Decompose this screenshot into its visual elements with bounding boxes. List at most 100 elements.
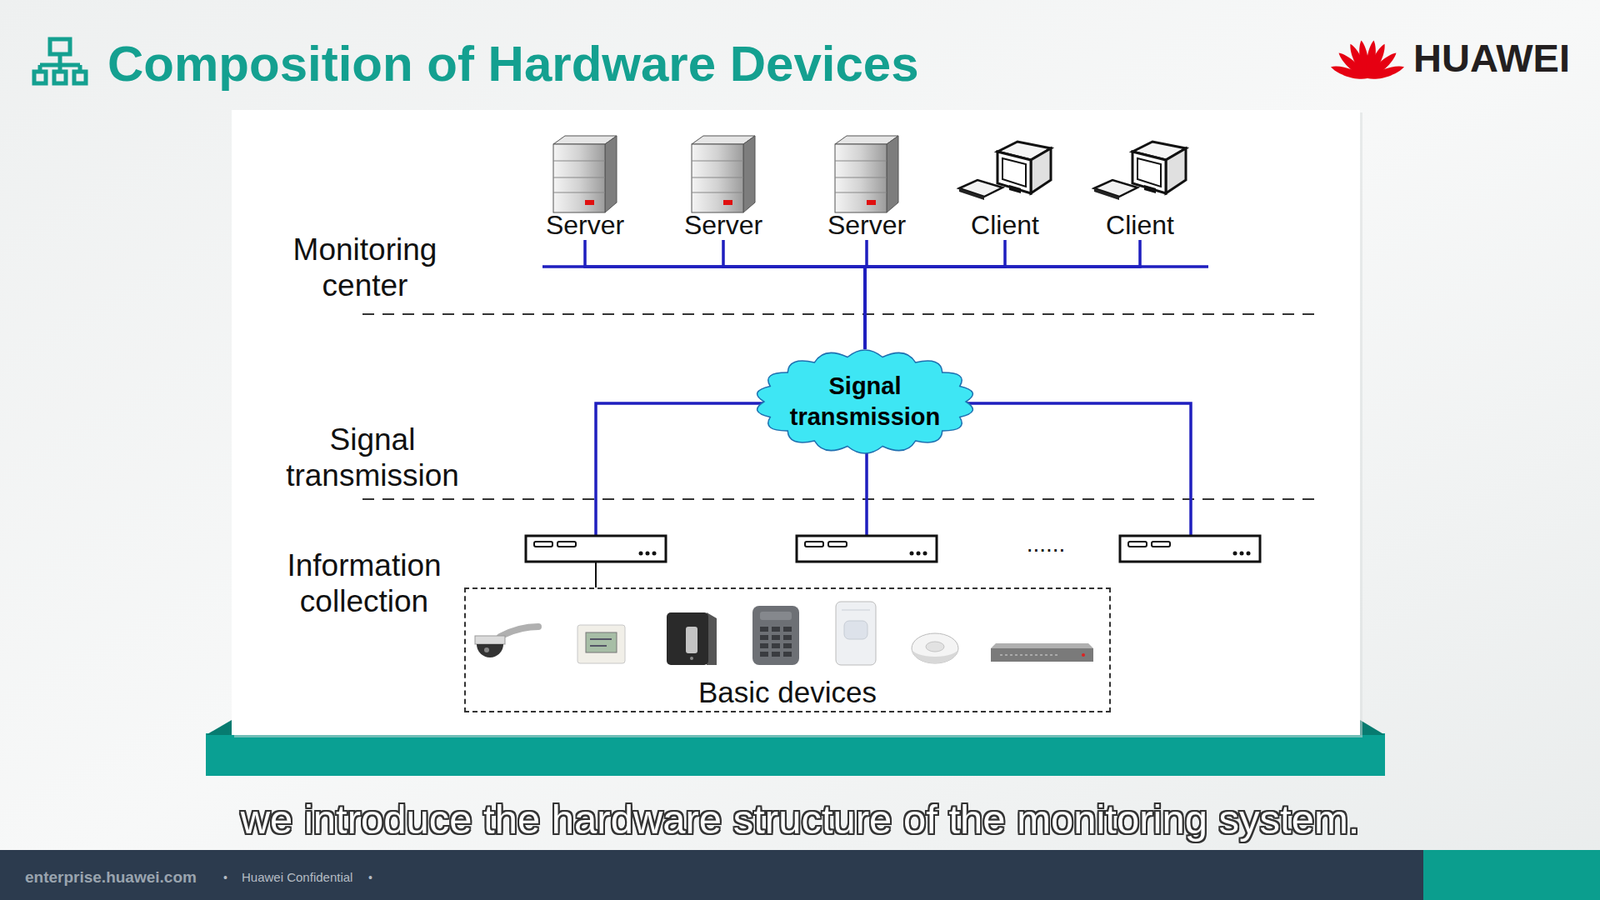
ups-icon: [690, 656, 694, 660]
keypad-icon: [771, 635, 780, 640]
keypad-icon: [760, 643, 769, 649]
bus-connector: [865, 240, 867, 350]
collector-wire: [963, 403, 1191, 536]
slide-title: Composition of Hardware Devices: [107, 34, 920, 95]
keypad-icon: [771, 626, 780, 632]
thermometer-icon: [590, 645, 607, 647]
keypad-icon: [783, 651, 792, 657]
thermometer-icon: [585, 632, 617, 653]
keypad-icon: [771, 651, 780, 657]
collector-wire: [595, 403, 767, 536]
ups-icon: [685, 626, 698, 654]
layer-label: Monitoring center: [265, 231, 465, 304]
smoke-detector-icon: [925, 641, 945, 652]
keypad-icon: [752, 605, 800, 665]
ellipsis: ......: [1012, 531, 1080, 557]
motion-sensor-icon: [835, 601, 876, 665]
cloud-label: Signal transmission: [771, 370, 959, 433]
diagram-panel: [231, 110, 1360, 735]
network-bus: [542, 265, 1209, 269]
collector-icon: [1120, 535, 1260, 562]
dome-camera-icon: [484, 647, 490, 653]
rack-unit-icon: [990, 643, 1094, 662]
client-node: Client: [1090, 133, 1190, 240]
server-node: Server: [816, 133, 917, 240]
collector-wire: [865, 445, 869, 536]
keypad-icon: [760, 611, 792, 620]
keypad-icon: [752, 605, 800, 665]
group-label: Basic devices: [698, 675, 877, 710]
thermometer-icon: [590, 638, 612, 640]
device-group: Basic devices: [464, 587, 1111, 713]
keypad-icon: [760, 626, 769, 632]
device-label: Server: [545, 210, 625, 240]
subtitle: we introduce the hardware structure of t…: [50, 794, 1550, 845]
cloud-outline: [755, 349, 975, 455]
footer-text: Huawei Confidential: [241, 870, 375, 885]
client-node: Client: [955, 133, 1055, 240]
thermometer-icon: [577, 625, 625, 664]
footer-bullet: •: [223, 870, 237, 885]
title-icon: [34, 39, 86, 84]
rack-unit-icon: [990, 643, 1094, 649]
keypad-icon: [783, 643, 792, 649]
title-icon: [54, 71, 66, 84]
keypad-icon: [783, 626, 792, 632]
keypad-icon: [760, 635, 769, 640]
server-icon: [835, 135, 899, 213]
bus-connector: [865, 240, 1140, 350]
brand-logo: [1330, 40, 1406, 84]
motion-sensor-icon: [841, 610, 870, 611]
footer-text: enterprise.huawei.com: [25, 868, 225, 887]
rack-unit-icon: [1081, 653, 1085, 657]
bus-connector: [723, 240, 865, 350]
keypad-icon: [783, 635, 792, 640]
smoke-detector-icon: [911, 633, 959, 664]
device-wire: [595, 562, 597, 588]
layer-divider: [362, 313, 1317, 315]
client-icon: [1094, 141, 1186, 200]
rack-unit-icon: [990, 648, 1094, 662]
bus-connector: [585, 240, 865, 350]
cloud-outline: [757, 350, 974, 454]
dome-camera-icon: [500, 626, 539, 637]
motion-sensor-icon: [835, 601, 876, 665]
network-cloud: Signal transmission: [755, 349, 975, 455]
title-icon: [50, 39, 70, 55]
title-icon: [34, 71, 46, 84]
server-node: Server: [673, 133, 774, 240]
device-label: Client: [1105, 210, 1175, 240]
layer-label: Information collection: [255, 547, 473, 620]
dome-camera-icon: [476, 644, 504, 658]
device-label: Client: [970, 210, 1040, 240]
layer-label: Signal transmission: [264, 421, 481, 494]
keypad-icon: [760, 651, 769, 657]
brand-name: HUAWEI: [1413, 37, 1589, 80]
rack-unit-icon: [1000, 654, 1059, 656]
client-icon: [959, 141, 1051, 200]
title-icon: [74, 71, 86, 84]
device-label: Server: [827, 210, 906, 240]
brand-logo: [1366, 62, 1406, 84]
layer-divider: [362, 498, 1317, 500]
footer-bar: [0, 850, 1424, 900]
stage-base: [205, 733, 1385, 776]
dome-camera-icon: [475, 635, 505, 645]
server-node: Server: [535, 133, 635, 240]
ups-icon: [666, 612, 709, 665]
collector-icon: [525, 535, 666, 562]
footer-accent: [1423, 850, 1600, 900]
keypad-icon: [760, 626, 792, 657]
collector-icon: [796, 535, 937, 562]
motion-sensor-icon: [844, 620, 868, 640]
keypad-icon: [771, 643, 780, 649]
ups-icon: [666, 612, 717, 665]
dome-camera-icon: [475, 626, 539, 658]
footer-bullet: •: [368, 870, 382, 885]
bus-connector: [865, 240, 1005, 350]
server-icon: [553, 135, 617, 213]
server-icon: [691, 135, 755, 213]
device-label: Server: [684, 210, 763, 240]
